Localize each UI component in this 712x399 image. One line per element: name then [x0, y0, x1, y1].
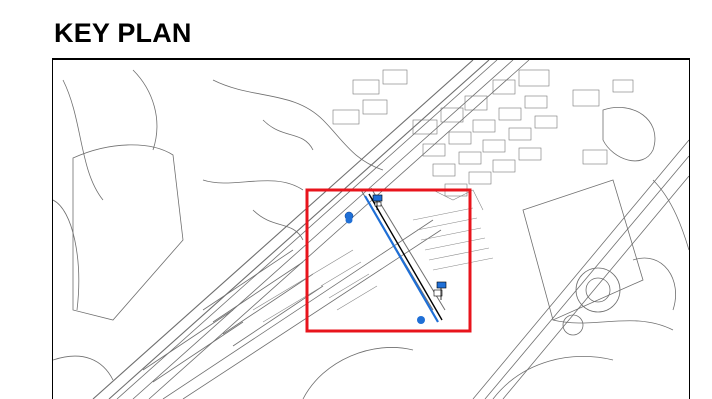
- location-pin-bottom[interactable]: [417, 316, 425, 324]
- map-linework: [53, 60, 689, 399]
- map-drawing: [53, 60, 689, 399]
- highlight-box[interactable]: [305, 188, 472, 333]
- flag-pin-icon: [436, 281, 447, 289]
- location-pin-icon: [417, 316, 425, 324]
- route-line[interactable]: [364, 193, 443, 323]
- page-title: KEY PLAN: [54, 18, 192, 48]
- building-blocks: [332, 69, 634, 197]
- signal-marker-bottom[interactable]: [433, 281, 447, 300]
- key-plan-map[interactable]: [52, 58, 690, 399]
- flag-pin-icon: [372, 194, 383, 202]
- signal-marker-top[interactable]: [372, 194, 383, 210]
- parcel-strips: [252, 189, 494, 323]
- location-pin-left[interactable]: [344, 211, 354, 224]
